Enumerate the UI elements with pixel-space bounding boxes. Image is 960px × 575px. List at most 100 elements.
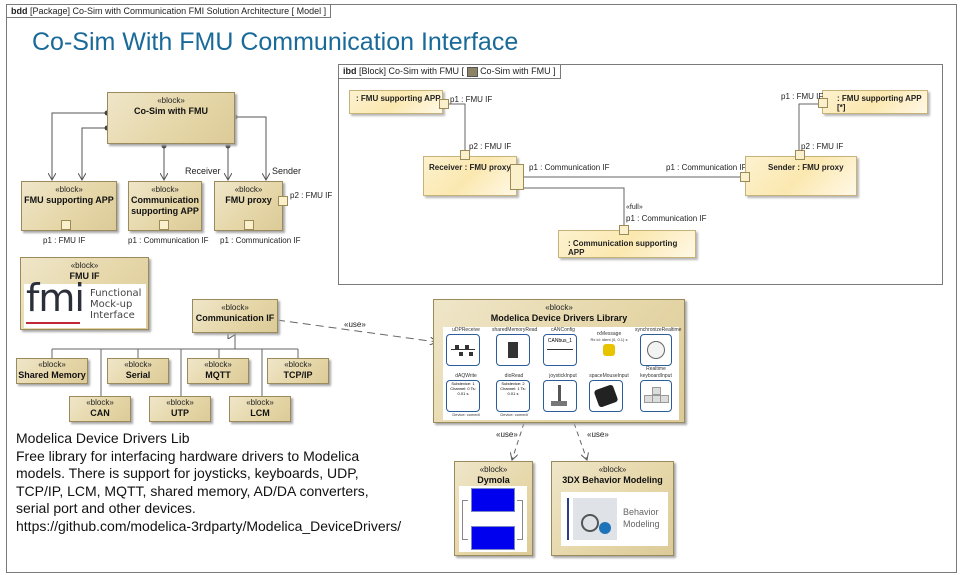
fmi-logo-line3: Interface — [90, 310, 135, 321]
icon-label: joystickInput — [549, 373, 577, 379]
label-comm-app-p1: p1 : Communication IF — [626, 214, 707, 223]
port-proxy-p1[interactable] — [244, 220, 254, 230]
can-bus-icon: CANbus_1 — [543, 334, 577, 366]
part-receiver-fmu-proxy[interactable]: Receiver : FMU proxy — [423, 156, 517, 196]
part-name: Receiver : FMU proxy — [429, 163, 511, 172]
port-right-app-p1[interactable] — [818, 98, 828, 108]
port-sender-p2[interactable] — [795, 150, 805, 160]
dymola-logo-bottom — [471, 526, 515, 550]
clock-icon — [640, 334, 672, 366]
behavior-modeling-logo: Behavior Modeling — [561, 492, 668, 546]
label-proxy-p2: p2 : FMU IF — [290, 191, 333, 200]
part-sender-fmu-proxy[interactable]: Sender : FMU proxy — [745, 156, 857, 196]
block-lcm[interactable]: «block» LCM — [229, 396, 291, 422]
port-comm-app-p1[interactable] — [159, 220, 169, 230]
block-tcpip[interactable]: «block» TCP/IP — [267, 358, 329, 384]
note-line: Free library for interfacing hardware dr… — [16, 447, 360, 464]
hexagon-icon — [603, 344, 615, 356]
use-dependency-dymola — [512, 422, 525, 460]
block-name: CAN — [90, 408, 110, 418]
stereotype: «block» — [284, 360, 312, 369]
part-fmu-supporting-app-right[interactable]: : FMU supporting APP [*] — [822, 90, 928, 114]
block-fmu-supporting-app[interactable]: «block» FMU supporting APP — [21, 181, 117, 231]
stereotype: «block» — [479, 465, 508, 474]
block-cosim-with-fmu[interactable]: «block» Co-Sim with FMU — [107, 92, 235, 144]
port-receiver-p1[interactable] — [510, 164, 524, 190]
icon-text: CANbus_1 — [547, 338, 573, 344]
use-dependency-behavior — [573, 422, 587, 460]
icon-text: Realtime — [646, 366, 666, 372]
icon-text: Rx id: ident (0, 0.1) s — [590, 337, 628, 342]
port-left-app-p1[interactable] — [439, 99, 449, 109]
icon-rx-message: rxMessage Rx id: ident (0, 0.1) s — [589, 327, 629, 356]
icon-footer: Device: comedi — [452, 412, 480, 417]
block-name: Serial — [125, 370, 151, 380]
icon-synchronize-realtime: synchronizeRealtime Realtime — [635, 327, 682, 372]
bdd-frame-tab: bdd [Package] Co-Sim with Communication … — [7, 5, 332, 18]
fmi-logo-text: Functional Mock-up Interface — [90, 288, 141, 321]
part-fmu-supporting-app-left[interactable]: : FMU supporting APP — [349, 90, 443, 114]
block-name: Modelica Device Drivers Library — [490, 313, 628, 323]
stereotype: «block» — [545, 303, 573, 312]
note-heading: Modelica Device Drivers Lib — [16, 430, 190, 446]
port-fmu-app-p1[interactable] — [61, 220, 71, 230]
role-sender: Sender — [272, 166, 302, 176]
use-label-behavior: «use» — [587, 430, 609, 439]
icon-joystick-input: joystickInput — [543, 373, 583, 412]
label-fmu-app-port: p1 : FMU IF — [43, 236, 86, 245]
frame-context: [Package] Co-Sim with Communication FMI … — [30, 6, 290, 16]
block-name: FMU IF — [69, 271, 100, 281]
label-sender-p1: p1 : Communication IF — [666, 163, 747, 172]
ibd-context-2: Co-Sim with FMU ] — [480, 66, 556, 76]
part-name: : Communication supporting APP — [568, 239, 678, 257]
block-mqtt[interactable]: «block» MQTT — [187, 358, 249, 384]
stereotype: «block» — [70, 261, 99, 270]
block-name: Co-Sim with FMU — [134, 106, 208, 116]
fmi-logo-mark: fmi — [26, 276, 85, 320]
block-can[interactable]: «block» CAN — [69, 396, 131, 422]
dymola-logo-top — [471, 488, 515, 512]
stereotype: «block» — [221, 303, 249, 312]
part-name: : FMU supporting APP [*] — [837, 94, 922, 112]
block-name: MQTT — [205, 370, 231, 380]
use-label-dymola: «use» — [496, 430, 518, 439]
icon-text: Subdevice: 1 Channel: 0 Ts: 0.01 s — [450, 381, 476, 396]
port-sender-p1[interactable] — [740, 172, 750, 182]
block-utp[interactable]: «block» UTP — [149, 396, 211, 422]
block-name: FMU proxy — [225, 195, 272, 205]
port-proxy-p2[interactable] — [278, 196, 288, 206]
stereotype: «block» — [246, 398, 274, 407]
daq-icon: Subdevice: 1 Channel: 0 Ts: 0.01 s — [446, 380, 480, 412]
label-receiver-p1: p1 : Communication IF — [529, 163, 610, 172]
note-url[interactable]: https://github.com/modelica-3rdparty/Mod… — [16, 517, 402, 534]
block-name: TCP/IP — [283, 370, 313, 380]
block-serial[interactable]: «block» Serial — [107, 358, 169, 384]
block-name: Dymola — [477, 475, 510, 485]
port-receiver-p2[interactable] — [460, 150, 470, 160]
diagram-title: Co-Sim With FMU Communication Interface — [32, 28, 519, 56]
port-comm-app-ibd-p1[interactable] — [619, 225, 629, 235]
block-name: LCM — [250, 408, 270, 418]
icon-keyboard-input: keyboardInput — [635, 373, 677, 412]
icon-label: dioRead — [504, 373, 524, 379]
modelica-note: Modelica Device Drivers Lib Free library… — [16, 430, 401, 535]
label-proxy-p1: p1 : Communication IF — [220, 236, 301, 245]
block-icon — [466, 66, 478, 77]
stereotype: «block» — [151, 185, 179, 194]
block-shared-memory[interactable]: «block» Shared Memory — [16, 358, 88, 384]
note-line: TCP/IP, LCM, MQTT, shared memory, AD/DA … — [16, 482, 369, 499]
icon-label: spaceMouseInput — [589, 373, 629, 379]
label-receiver-p2: p2 : FMU IF — [469, 142, 512, 151]
behavior-logo-line1: Behavior — [623, 507, 659, 517]
block-communication-if[interactable]: «block» Communication IF — [192, 299, 278, 333]
icon-label: synchronizeRealtime — [635, 327, 682, 333]
block-name: 3DX Behavior Modeling — [562, 475, 663, 485]
role-receiver: Receiver — [185, 166, 221, 176]
icon-daq-write: dAQWrite Subdevice: 1 Channel: 0 Ts: 0.0… — [446, 373, 486, 417]
use-label-comm-if: «use» — [344, 320, 366, 329]
icon-text: Subdevice: 2 Channel: 1 Ts: 0.01 s — [500, 381, 526, 396]
fmi-logo-line1: Functional — [90, 288, 142, 299]
use-dependency-comm-if — [276, 319, 437, 342]
keyboard-icon — [640, 380, 672, 412]
